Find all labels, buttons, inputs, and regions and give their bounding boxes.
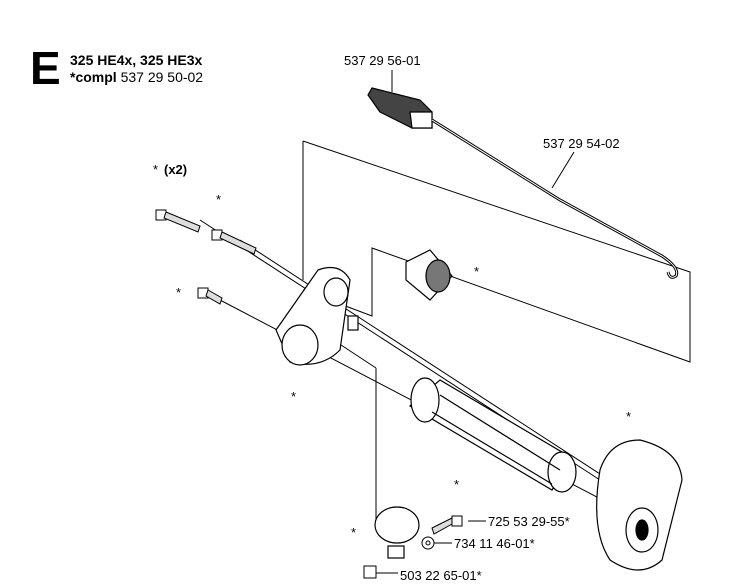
bolt-x2-a — [155, 209, 201, 233]
marker-star-clamp: * — [351, 525, 357, 540]
grip-top-part — [367, 87, 433, 129]
assembly-frame-line — [302, 140, 691, 363]
compl-prefix: *compl — [70, 69, 117, 85]
clamp-nut — [363, 565, 377, 579]
screw-small — [197, 287, 223, 305]
small-gear-part — [405, 249, 453, 301]
marker-x2: (x2) — [164, 162, 188, 177]
handle-housing-part — [275, 267, 359, 366]
leader-cable — [551, 151, 575, 189]
marker-star-bolts: * — [153, 162, 159, 177]
marker-star-housing: * — [291, 389, 297, 404]
grip-sleeve-part — [596, 439, 683, 571]
clamp-screw — [431, 515, 463, 535]
axis-line-bolt-2 — [239, 239, 641, 501]
bolt-x2-b — [211, 229, 257, 255]
label-throttle-cable: 537 29 54-02 — [543, 136, 620, 151]
marker-star-tube: * — [454, 477, 460, 492]
label-screw: 725 53 29-55* — [488, 514, 570, 529]
model-title: 325 HE4x, 325 HE3x — [70, 52, 203, 68]
clamp-part — [374, 506, 420, 559]
handle-tube-part — [408, 377, 577, 493]
compl-line: *compl 537 29 50-02 — [70, 69, 203, 85]
label-nut: 503 22 65-01* — [400, 568, 482, 583]
marker-star-sleeve: * — [626, 409, 632, 424]
section-letter: E — [30, 42, 61, 94]
marker-star-gear: * — [474, 264, 480, 279]
throttle-cable-part — [431, 118, 679, 279]
clamp-washer — [421, 536, 435, 550]
marker-star-bolt-b: * — [216, 192, 222, 207]
label-washer: 734 11 46-01* — [454, 536, 535, 551]
marker-star-screw: * — [176, 285, 182, 300]
label-grip-top: 537 29 56-01 — [344, 53, 421, 68]
compl-number: 537 29 50-02 — [120, 69, 204, 85]
